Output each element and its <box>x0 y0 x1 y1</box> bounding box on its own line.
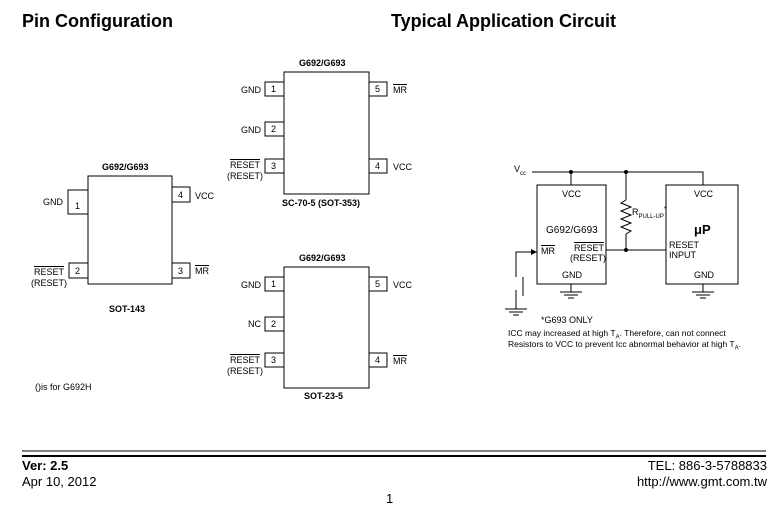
sc70-pin1-num: 1 <box>271 84 277 94</box>
ic-vcc-label: VCC <box>562 189 582 199</box>
sc70-pin2-name: GND <box>241 125 261 135</box>
sc70-pin3-name: RESET <box>230 160 261 170</box>
sc70-pin2-num: 2 <box>271 124 277 134</box>
up-gnd-label: GND <box>694 270 714 280</box>
sot143-body <box>87 175 173 285</box>
sot23-title: G692/G693 <box>299 253 346 263</box>
pin-config-heading: Pin Configuration <box>22 11 173 31</box>
footer-date: Apr 10, 2012 <box>22 474 97 489</box>
g693-only-note: *G693 ONLY <box>541 315 593 325</box>
sot23-pin5-num: 5 <box>375 279 381 289</box>
sot23-pin3-alt: (RESET) <box>227 366 263 376</box>
sc70-pin4-name: VCC <box>393 162 413 172</box>
sot143-pin3-num: 3 <box>178 266 184 276</box>
sot143-note: ()is for G692H <box>35 382 92 392</box>
footer-version: Ver: 2.5 <box>22 458 69 473</box>
sc70-title: G692/G693 <box>299 58 346 68</box>
sot143-pin3-name: MR <box>195 266 209 276</box>
sot23-pin1-name: GND <box>241 280 261 290</box>
vcc-supply-label: Vcc <box>514 164 527 177</box>
up-vcc-label: VCC <box>694 189 714 199</box>
sot143-pin2-num: 2 <box>75 266 81 276</box>
microprocessor-box <box>665 184 739 285</box>
ic-gnd-label: GND <box>562 270 582 280</box>
ic-mr-label: MR <box>541 246 555 256</box>
sot23-pin5-name: VCC <box>393 280 413 290</box>
footer-url[interactable]: http://www.gmt.com.tw <box>636 474 767 489</box>
sc70-pin4-num: 4 <box>375 161 381 171</box>
up-reset-label: RESET <box>669 240 700 250</box>
sc70-package-label: SC-70-5 (SOT-353) <box>282 198 361 208</box>
sot23-body <box>283 266 370 389</box>
footer-page-number: 1 <box>386 491 394 506</box>
ic-reset-alt-label: (RESET) <box>570 253 606 263</box>
icc-note-line2: Resistors to VCC to prevent Icc abnormal… <box>508 339 742 352</box>
sc70-pin3-alt: (RESET) <box>227 171 263 181</box>
pullup-resistor <box>619 199 633 235</box>
sot23-pin4-num: 4 <box>375 355 381 365</box>
sc70-pin3-num: 3 <box>271 161 277 171</box>
sot143-pin1-num: 1 <box>75 201 81 211</box>
sot23-pin2-name: NC <box>248 319 261 329</box>
pullup-resistor-label: RPULL-UP* <box>632 206 667 220</box>
sot143-pin4-name: VCC <box>195 191 215 201</box>
sot143-pin4-num: 4 <box>178 190 184 200</box>
sot23-pin4-name: MR <box>393 356 407 366</box>
sc70-pin5-num: 5 <box>375 84 381 94</box>
footer-tel: TEL: 886-3-5788833 <box>647 458 767 473</box>
sc70-body <box>283 71 370 195</box>
up-name-label: μP <box>694 222 711 237</box>
sc70-pin1-name: GND <box>241 85 261 95</box>
sot23-pin2-num: 2 <box>271 319 277 329</box>
sot23-pin3-name: RESET <box>230 355 261 365</box>
sot23-pin3-num: 3 <box>271 355 277 365</box>
sc70-pin5-name: MR <box>393 85 407 95</box>
app-circuit-heading: Typical Application Circuit <box>391 11 617 31</box>
ic-name-label: G692/G693 <box>546 225 598 236</box>
sot143-pin2-alt: (RESET) <box>31 278 67 288</box>
icc-note-line1: ICC may increased at high TA. Therefore,… <box>508 328 726 341</box>
sot143-package-label: SOT-143 <box>109 304 146 314</box>
ic-reset-label: RESET <box>574 243 605 253</box>
sot143-pin1-name: GND <box>43 197 63 207</box>
sot143-pin2-name: RESET <box>34 267 65 277</box>
sot23-pin1-num: 1 <box>271 279 277 289</box>
up-input-label: INPUT <box>669 250 696 260</box>
sot143-title: G692/G693 <box>102 162 149 172</box>
sot23-package-label: SOT-23-5 <box>304 391 344 401</box>
